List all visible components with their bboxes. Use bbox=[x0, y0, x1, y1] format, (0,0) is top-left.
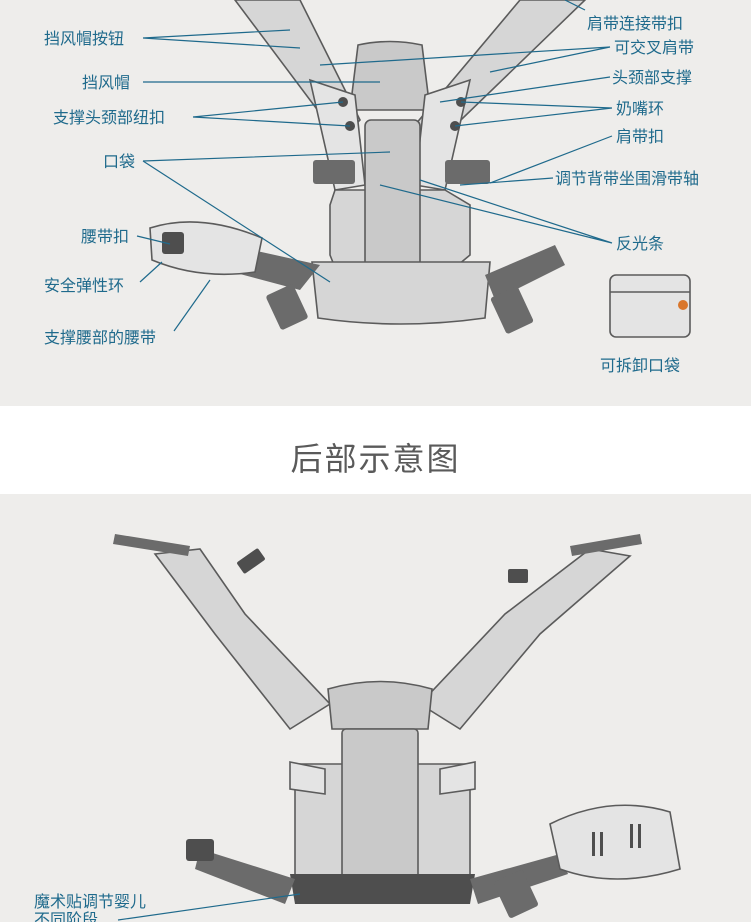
waist-belt-strap-right bbox=[485, 245, 565, 300]
belt-end-left bbox=[266, 284, 308, 330]
brand-logo-icon bbox=[678, 300, 688, 310]
label-velcro-line1: 魔术贴调节婴儿 bbox=[34, 892, 146, 911]
label-waist-buckle: 腰带扣 bbox=[81, 227, 129, 246]
label-pacifier-loop: 奶嘴环 bbox=[616, 99, 664, 118]
left-seat-slider bbox=[313, 160, 355, 184]
front-pocket bbox=[364, 119, 421, 281]
back-left-wing bbox=[289, 761, 326, 795]
section-title-band bbox=[0, 406, 751, 494]
label-reflective-strip: 反光条 bbox=[616, 234, 664, 253]
visor-hood bbox=[349, 40, 431, 111]
back-belt-strap-left bbox=[195, 849, 295, 904]
label-pocket: 口袋 bbox=[103, 152, 135, 171]
back-carrier-diagram: 魔术贴调节婴儿 不同阶段 bbox=[34, 534, 681, 922]
back-left-buckle bbox=[237, 548, 265, 574]
back-right-strap-end bbox=[570, 534, 642, 556]
detachable-pocket-illustration bbox=[609, 274, 691, 338]
back-belt-end-right bbox=[494, 870, 538, 918]
back-right-shoulder-strap bbox=[418, 548, 632, 731]
velcro-belt-panel bbox=[290, 874, 475, 904]
label-shoulder-buckle: 肩带扣 bbox=[616, 127, 664, 146]
back-right-wing bbox=[439, 761, 476, 795]
back-center-mesh bbox=[341, 728, 419, 890]
belt-end-right bbox=[490, 286, 534, 334]
label-visor-button: 挡风帽按钮 bbox=[44, 29, 124, 48]
label-seat-slider: 调节背带坐围滑带轴 bbox=[555, 169, 699, 188]
label-head-support-buttons: 支撑头颈部纽扣 bbox=[53, 108, 165, 127]
back-left-strap-end bbox=[113, 534, 190, 556]
back-hood bbox=[327, 680, 433, 730]
label-head-support: 头颈部支撑 bbox=[612, 68, 692, 87]
label-cross-straps: 可交叉肩带 bbox=[614, 38, 694, 57]
label-shoulder-connector: 肩带连接带扣 bbox=[587, 14, 683, 33]
label-visor: 挡风帽 bbox=[82, 73, 130, 92]
front-carrier-diagram: 挡风帽按钮 挡风帽 支撑头颈部纽扣 口袋 腰带扣 安全弹性环 支撑腰部的腰带 肩… bbox=[44, 0, 699, 375]
back-left-belt-buckle bbox=[186, 839, 214, 861]
back-left-shoulder-strap bbox=[153, 548, 332, 731]
label-detachable-pocket: 可拆卸口袋 bbox=[600, 356, 680, 375]
waist-belt-center bbox=[311, 261, 491, 325]
label-velcro-line2: 不同阶段 bbox=[34, 910, 98, 922]
back-right-buckle bbox=[508, 569, 528, 583]
back-lumbar-pad bbox=[549, 804, 681, 880]
right-seat-slider bbox=[445, 160, 490, 184]
label-lumbar-belt: 支撑腰部的腰带 bbox=[44, 328, 156, 347]
waist-buckle bbox=[162, 232, 184, 254]
label-safety-loop: 安全弹性环 bbox=[44, 276, 124, 295]
section-title: 后部示意图 bbox=[290, 440, 461, 478]
